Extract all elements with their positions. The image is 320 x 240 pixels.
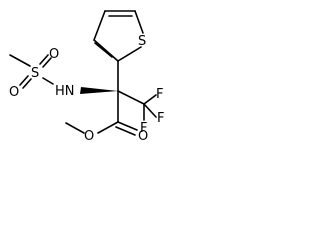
- fluorine-1-label: F: [156, 87, 163, 102]
- bond-o-methyl-to-methyl: [65, 122, 85, 134]
- bond-ester-carbon-to-o-methyl: [97, 121, 119, 134]
- structure-canvas: S S O O HN F F F O O: [9, 10, 165, 144]
- bond-cf3-carbon-to-f2: [143, 103, 157, 118]
- bond-cf3-carbon-to-f1: [143, 94, 157, 105]
- bond-sulfonyl-s-to-o-bottom-a: [19, 75, 29, 86]
- fluorine-3-label: F: [140, 121, 147, 136]
- amine-nh-label: HN: [55, 84, 75, 99]
- sulfonyl-oxygen-top-label: O: [49, 47, 59, 62]
- bond-thiophene-c2-c3-double: [94, 42, 113, 58]
- bond-ester-carbon-to-carbonyl-o-b: [115, 126, 136, 136]
- bond-ester-carbon-to-carbonyl-o-a: [117, 121, 138, 131]
- fluorine-2-label: F: [157, 111, 164, 126]
- ester-oxygen-label: O: [84, 129, 94, 144]
- sulfonyl-sulfur-label: S: [31, 66, 39, 81]
- bond-thiophene-c3-c4: [93, 10, 106, 41]
- carbonyl-oxygen-label: O: [138, 129, 148, 144]
- bond-thiophene-s-c2: [117, 46, 142, 62]
- bond-sulfonyl-s-to-o-bottom-b: [22, 78, 32, 89]
- thiophene-sulfur-label: S: [138, 34, 146, 49]
- bond-n-to-sulfonyl-s: [42, 77, 54, 85]
- bond-sulfonyl-s-to-o-top-b: [42, 57, 52, 68]
- molecule-diagram: S S O O HN F F F O O: [9, 10, 164, 144]
- bond-quaternary-carbon-to-cf3-carbon: [117, 90, 145, 105]
- stereo-wedge-bond: [80, 87, 118, 94]
- bond-sulfonyl-s-to-methyl: [9, 54, 31, 67]
- sulfonyl-oxygen-bottom-label: O: [9, 85, 19, 100]
- bond-thiophene-c2-c3: [93, 39, 119, 62]
- bond-sulfonyl-s-to-o-top-a: [39, 54, 49, 65]
- bond-thiophene-c5-s: [134, 10, 144, 34]
